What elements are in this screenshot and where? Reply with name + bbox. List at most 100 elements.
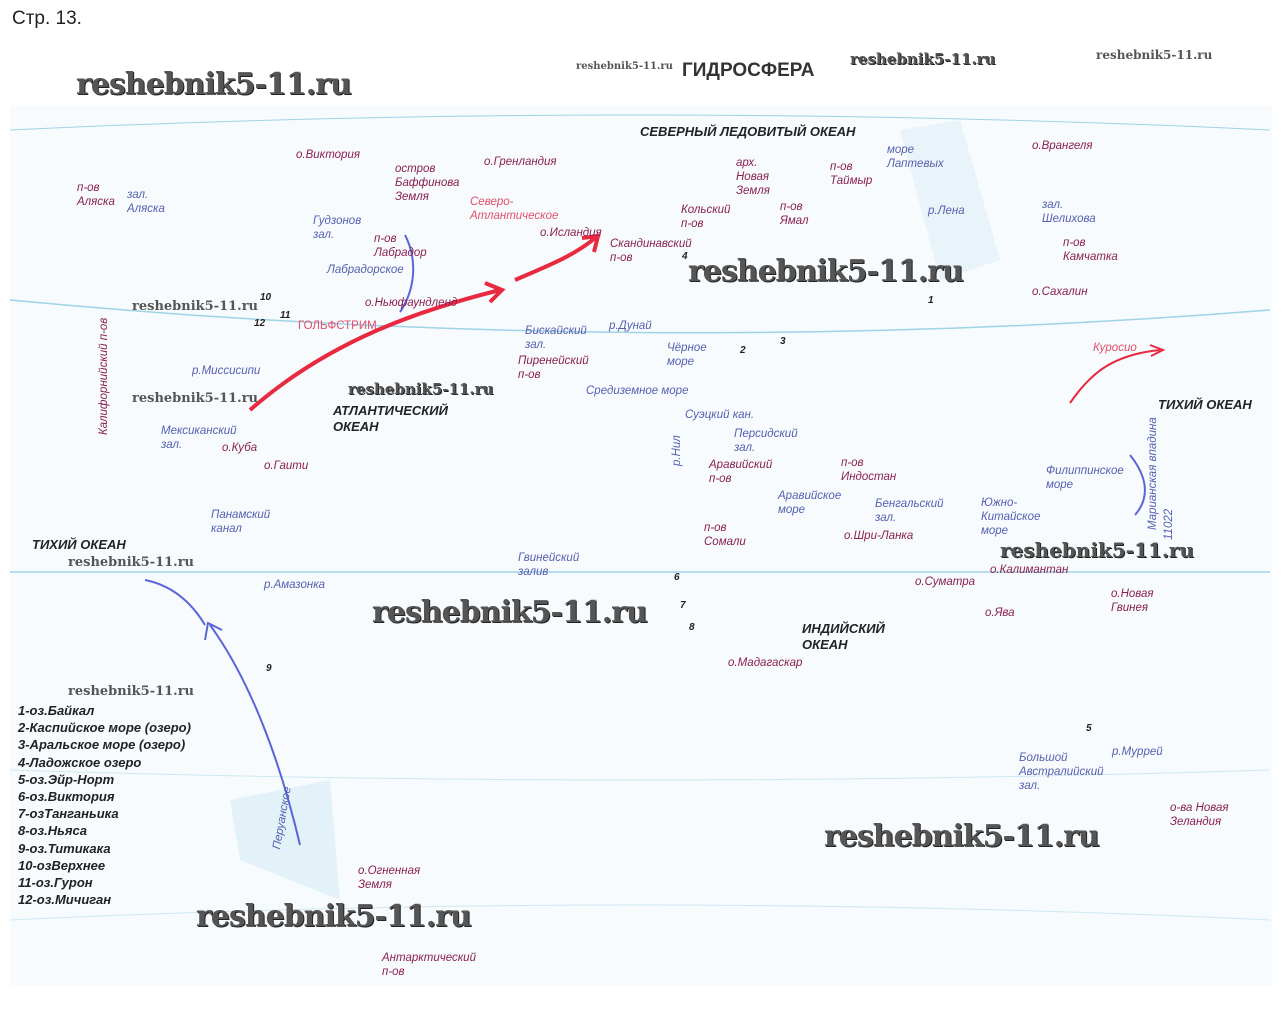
parallel-line (9, 114, 1271, 131)
label-iceland: о.Исландия (540, 227, 602, 239)
watermark: reshebnik5-11.ru (850, 50, 996, 68)
map-area (10, 105, 1272, 985)
ocean-pacific-east: ТИХИЙ ОКЕАН (1158, 397, 1252, 412)
ocean-shade (900, 120, 1000, 280)
label-madagascar: о.Мадагаскар (728, 657, 803, 669)
legend-item: 11-оз.Гурон (18, 875, 93, 891)
ocean-arctic: СЕВЕРНЫЙ ЛЕДОВИТЫЙ ОКЕАН (640, 124, 856, 139)
label-pyrenees: Пиренейский п-ов (518, 355, 589, 381)
label-alaska-peninsula: п-ов Аляска (77, 182, 115, 208)
legend-item: 2-Каспийское море (озеро) (18, 720, 191, 736)
label-newfoundland: о.Ньюфаундленд (365, 297, 458, 309)
watermark: reshebnik5-11.ru (824, 819, 1100, 854)
label-antarctic-peninsula: Антарктический п-ов (382, 952, 476, 978)
label-bengal: Бенгальский зал. (875, 498, 944, 524)
label-guinea: Гвинейский залив (518, 552, 580, 578)
lake-number-5: 5 (1086, 723, 1092, 734)
label-scandinavia: Скандинавский п-ов (610, 238, 692, 264)
label-panama: Панамский канал (211, 509, 271, 535)
label-persian-gulf: Персидский зал. (734, 428, 798, 454)
page-label: Стр. 13. (12, 8, 82, 29)
legend-item: 7-озТанганьика (18, 806, 119, 822)
lake-number-12: 12 (254, 318, 266, 329)
label-kola: Кольский п-ов (681, 204, 731, 230)
label-north-atlantic-current: Северо- Атлантическое (470, 196, 559, 222)
page-title: ГИДРОСФЕРА (682, 60, 815, 81)
lake-number-10: 10 (260, 292, 272, 303)
label-california: Калифорнийский п-ов (98, 317, 110, 435)
legend-item: 12-оз.Мичиган (18, 892, 112, 908)
ocean-pacific-west: ТИХИЙ ОКЕАН (32, 537, 126, 552)
label-greenland: о.Гренландия (484, 156, 557, 168)
label-biscay: Бискайский зал. (525, 325, 587, 351)
ocean-shade (230, 780, 340, 900)
mariana-trench-mark (1129, 454, 1146, 516)
ocean-indian: ИНДИЙСКИЙ ОКЕАН (802, 621, 885, 652)
peru-current-arrowhead (204, 621, 223, 641)
label-java: о.Ява (985, 607, 1015, 619)
label-mediterranean: Средиземное море (586, 385, 689, 397)
lake-number-11: 11 (280, 310, 291, 321)
parallel-line (9, 769, 1271, 781)
label-mississippi: р.Миссисипи (192, 365, 261, 377)
watermark: reshebnik5-11.ru (68, 684, 195, 699)
kuroshio-arrow (1069, 349, 1161, 404)
label-lena: р.Лена (928, 205, 965, 217)
watermark: reshebnik5-11.ru (1096, 48, 1213, 62)
label-sakhalin: о.Сахалин (1032, 286, 1088, 298)
label-cuba: о.Куба (222, 442, 258, 454)
label-australian-bight: Большой Австралийский зал. (1019, 752, 1104, 792)
legend-item: 9-оз.Титикака (18, 840, 111, 856)
parallel-line (9, 904, 1271, 921)
label-sri-lanka: о.Шри-Ланка (844, 530, 914, 542)
gulfstream-arrowhead (484, 281, 506, 304)
label-new-guinea: о.Новая Гвинея (1111, 588, 1154, 614)
lake-number-4: 4 (682, 251, 688, 262)
lake-number-7: 7 (680, 600, 686, 611)
label-amazon: р.Амазонка (264, 579, 326, 591)
label-kalimantan: о.Калимантан (990, 564, 1069, 576)
watermark: reshebnik5-11.ru (688, 254, 964, 289)
gulfstream-arrow (248, 288, 501, 412)
lake-number-2: 2 (740, 345, 746, 356)
legend-item: 6-оз.Виктория (18, 789, 115, 805)
label-hudson-bay: Гудзонов зал. (313, 215, 362, 241)
peru-current-continuation (144, 579, 206, 626)
label-baffin: остров Баффинова Земля (395, 163, 460, 203)
watermark: reshebnik5-11.ru (68, 555, 195, 570)
label-mariana: Марианская впадина (1147, 417, 1159, 530)
kuroshio-arrowhead (1149, 344, 1166, 357)
label-south-china-sea: Южно- Китайское море (981, 497, 1041, 537)
label-mexico-gulf: Мексиканский зал. (161, 425, 237, 451)
label-somali: п-ов Сомали (704, 522, 746, 548)
legend-item: 5-оз.Эйр-Норт (18, 771, 115, 787)
lake-number-1: 1 (928, 295, 934, 306)
legend-item: 4-Ладожское озеро (18, 754, 142, 770)
label-mariana-depth: 11022 (1163, 508, 1175, 540)
north-atlantic-arrow (514, 236, 597, 282)
label-danube: р.Дунай (609, 320, 652, 332)
label-black-sea: Чёрное море (667, 342, 707, 368)
watermark: reshebnik5-11.ru (348, 380, 494, 398)
watermark: reshebnik5-11.ru (196, 899, 472, 934)
label-yamal: п-ов Ямал (780, 201, 809, 227)
label-kamchatka: п-ов Камчатка (1063, 237, 1118, 263)
legend-item: 10-озВерхнее (18, 857, 106, 873)
north-atlantic-arrowhead (581, 233, 601, 253)
watermark: reshebnik5-11.ru (132, 391, 259, 406)
label-labrador-peninsula: п-ов Лабрадор (374, 233, 427, 259)
label-laptev: море Лаптевых (887, 144, 944, 170)
label-wrangel: о.Врангеля (1032, 140, 1093, 152)
lake-number-6: 6 (674, 572, 680, 583)
legend-item: 3-Аральское море (озеро) (18, 737, 186, 753)
label-philippine-sea: Филиппинское море (1046, 465, 1124, 491)
label-novaya-zemlya: арх. Новая Земля (736, 157, 770, 197)
arctic-circle-line (9, 299, 1271, 334)
label-victoria: о.Виктория (296, 149, 360, 161)
legend-item: 1-оз.Байкал (18, 703, 95, 718)
lake-number-9: 9 (266, 663, 272, 674)
lake-number-8: 8 (689, 622, 695, 633)
labrador-current-arrow (399, 234, 415, 313)
